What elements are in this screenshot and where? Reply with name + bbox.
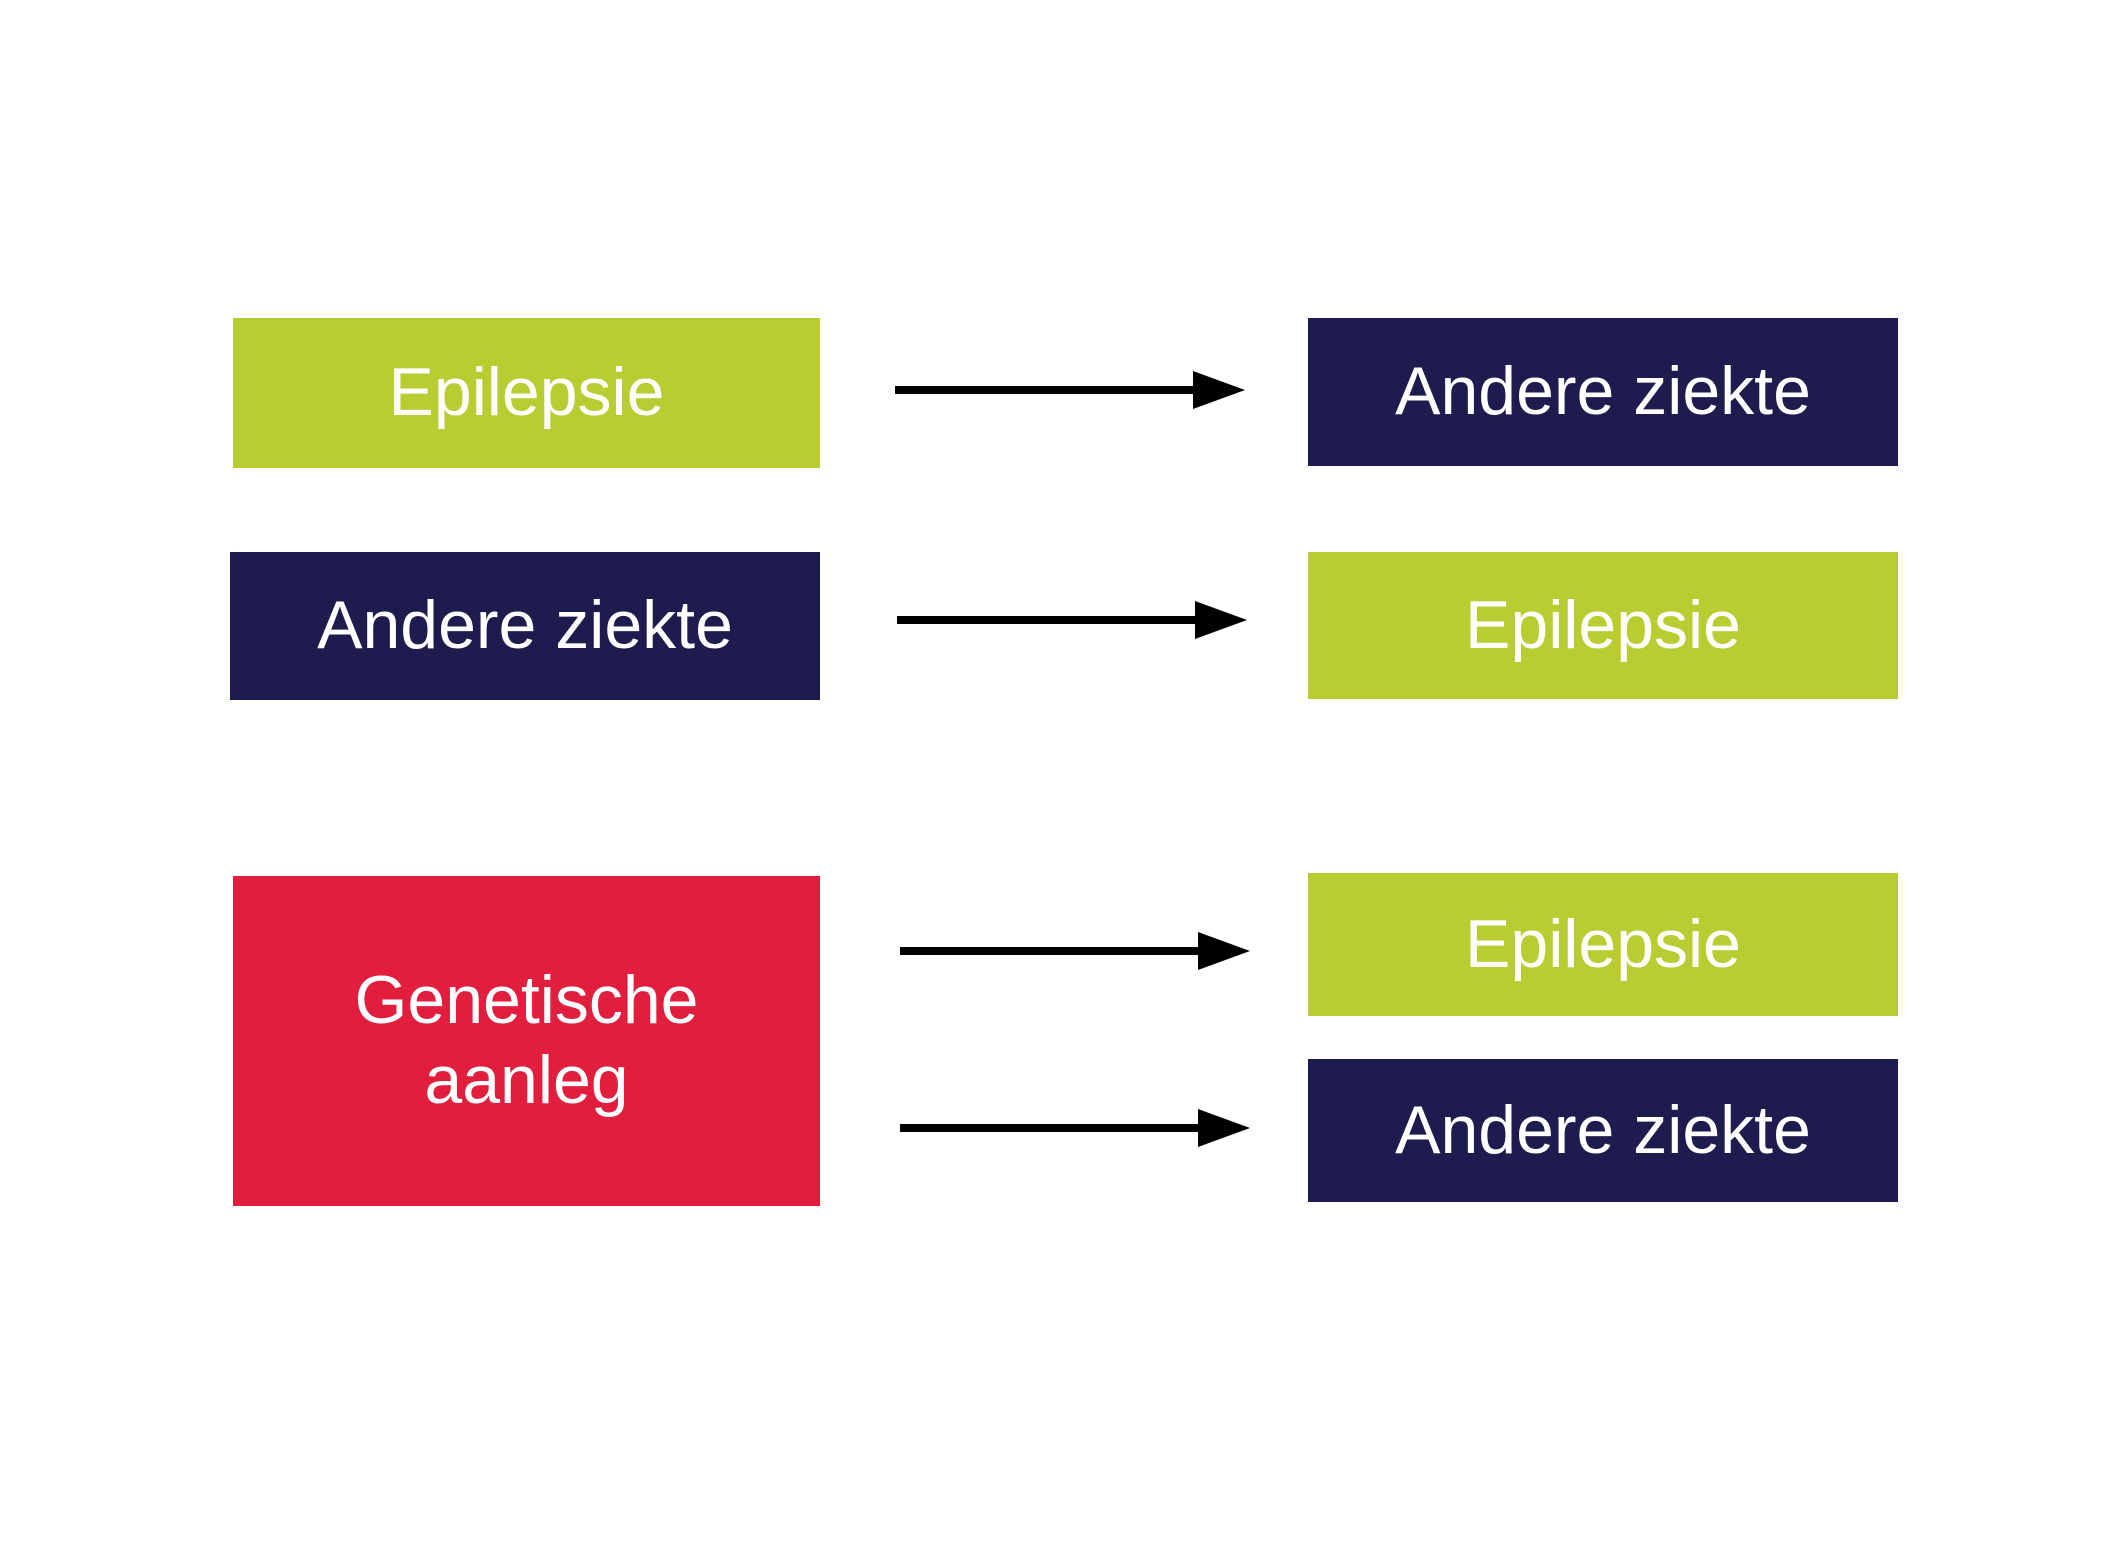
box-epilepsie-source: Epilepsie: [233, 318, 820, 468]
arrowhead-icon: [1198, 1109, 1250, 1147]
arrow-epilepsie-to-andere-ziekte: [895, 371, 1245, 409]
box-label: Genetische aanleg: [354, 962, 699, 1118]
arrowhead-icon: [1193, 371, 1245, 409]
box-andere-ziekte-target: Andere ziekte: [1308, 318, 1898, 466]
arrow-genetische-aanleg-to-epilepsie: [900, 932, 1250, 970]
box-andere-ziekte-source: Andere ziekte: [230, 552, 820, 700]
box-label: Epilepsie: [1465, 905, 1741, 982]
arrow-genetische-aanleg-to-andere-ziekte: [900, 1109, 1250, 1147]
box-label: Epilepsie: [388, 354, 665, 431]
arrow-andere-ziekte-to-epilepsie: [897, 601, 1247, 639]
box-epilepsie-target: Epilepsie: [1308, 552, 1898, 699]
box-andere-ziekte-target-2: Andere ziekte: [1308, 1059, 1898, 1202]
box-label: Epilepsie: [1465, 586, 1741, 663]
arrow-shaft: [900, 1124, 1198, 1132]
box-label: Andere ziekte: [317, 587, 733, 664]
box-genetische-aanleg-source: Genetische aanleg: [233, 876, 820, 1206]
arrow-shaft: [895, 386, 1193, 394]
box-epilepsie-target-2: Epilepsie: [1308, 873, 1898, 1016]
arrow-shaft: [900, 947, 1198, 955]
arrow-shaft: [897, 616, 1195, 624]
arrowhead-icon: [1198, 932, 1250, 970]
box-label: Andere ziekte: [1395, 1091, 1811, 1168]
box-label: Andere ziekte: [1395, 353, 1811, 430]
arrowhead-icon: [1195, 601, 1247, 639]
